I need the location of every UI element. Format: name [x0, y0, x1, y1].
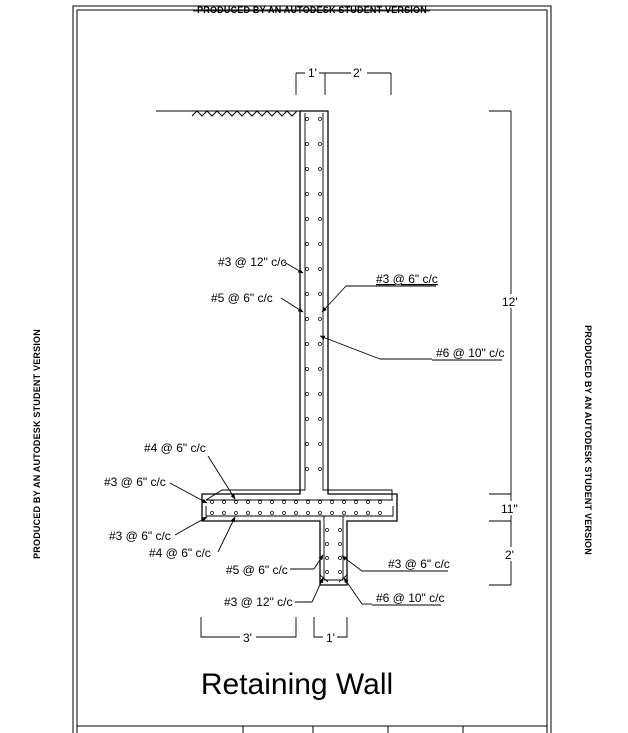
watermark-right: PRODUCED BY AN AUTODESK STUDENT VERSION [583, 325, 593, 555]
watermark-left: PRODUCED BY AN AUTODESK STUDENT VERSION [32, 329, 42, 559]
label-key-right-6: #6 @ 10" c/c [376, 591, 444, 605]
drawing-title: Retaining Wall [201, 668, 393, 701]
rebar-dot [318, 511, 322, 515]
rebar-dot [246, 511, 250, 515]
dimension-text: 1' 2' 12' 11" 2' 3' 1' [240, 66, 520, 645]
rebar-dot [305, 217, 309, 221]
rebar-dot [305, 267, 309, 271]
rebar-dot [318, 167, 322, 171]
label-base-top-4: #4 @ 6" c/c [144, 441, 206, 455]
rebar-dot [330, 500, 334, 504]
reinforcement [205, 113, 394, 583]
rebar-dot [354, 500, 358, 504]
rebar-dot [270, 500, 274, 504]
rebar-dot [330, 511, 334, 515]
rebar-dot [318, 367, 322, 371]
rebar-dot [305, 392, 309, 396]
wall-outline [201, 110, 398, 586]
rebar-dot [366, 511, 370, 515]
dim-heel-width: 3' [243, 631, 252, 645]
rebar-dot [338, 528, 342, 532]
rebar-dot [318, 242, 322, 246]
rebar-dot [246, 500, 250, 504]
rebar-dot [222, 511, 226, 515]
rebar-dot [318, 442, 322, 446]
rebar-dot [325, 556, 329, 560]
dim-stem-height: 12' [502, 295, 518, 309]
rebar-dot [294, 511, 298, 515]
rebar-dot [305, 167, 309, 171]
rebar-dot [338, 542, 342, 546]
label-key-left-3: #3 @ 12" c/c [224, 595, 292, 609]
rebar-dot [318, 192, 322, 196]
rebar-dot [258, 500, 262, 504]
sheet-border [72, 5, 552, 733]
label-key-left-5: #5 @ 6" c/c [226, 563, 288, 577]
rebar-dot [305, 417, 309, 421]
rebar-dot [378, 511, 382, 515]
dim-stem-thickness: 1' [308, 66, 317, 80]
rebar-dot [305, 467, 309, 471]
leader-lines [169, 261, 432, 605]
rebar-dot [318, 142, 322, 146]
rebar-dot [234, 500, 238, 504]
rebar-dot [342, 500, 346, 504]
rebar-dot [325, 542, 329, 546]
rebar-dot [258, 511, 262, 515]
rebar-dot [318, 217, 322, 221]
rebar-dots [210, 117, 382, 574]
rebar-dot [305, 142, 309, 146]
rebar-dot [210, 500, 214, 504]
rebar-dot [354, 511, 358, 515]
rebar-dot [222, 500, 226, 504]
rebar-dot [305, 317, 309, 321]
rebar-dot [318, 117, 322, 121]
rebar-dot [318, 267, 322, 271]
label-base-bot-3: #3 @ 6" c/c [109, 529, 171, 543]
rebar-dot [282, 500, 286, 504]
dim-key-depth: 2' [505, 548, 514, 562]
rebar-dot [282, 511, 286, 515]
rebar-dot [306, 500, 310, 504]
rebar-dot [305, 442, 309, 446]
rebar-dot [318, 342, 322, 346]
rebar-dot [338, 570, 342, 574]
label-base-top-3: #3 @ 6" c/c [104, 475, 166, 489]
label-stem-front-12: #3 @ 12" c/c [218, 255, 286, 269]
rebar-dot [378, 500, 382, 504]
rebar-dot [318, 417, 322, 421]
label-base-bot-4: #4 @ 6" c/c [149, 546, 211, 560]
label-key-right-3: #3 @ 6" c/c [388, 557, 450, 571]
rebar-dot [338, 556, 342, 560]
rebar-dot [305, 367, 309, 371]
rebar-dot [318, 500, 322, 504]
label-stem-back-10: #6 @ 10" c/c [436, 346, 504, 360]
rebar-dot [305, 117, 309, 121]
rebar-dot [234, 511, 238, 515]
rebar-dot [305, 292, 309, 296]
rebar-dot [270, 511, 274, 515]
label-stem-back-6: #3 @ 6" c/c [376, 272, 438, 286]
watermark-top: PRODUCED BY AN AUTODESK STUDENT VERSION [197, 5, 427, 15]
rebar-dot [325, 570, 329, 574]
rebar-dot [318, 467, 322, 471]
rebar-dot [305, 242, 309, 246]
rebar-dot [325, 528, 329, 532]
rebar-dot [318, 392, 322, 396]
ground-line [156, 110, 300, 117]
label-stem-front-6: #5 @ 6" c/c [211, 291, 273, 305]
rebar-dot [318, 317, 322, 321]
rebar-dot [342, 511, 346, 515]
rebar-dot [366, 500, 370, 504]
rebar-dot [210, 511, 214, 515]
rebar-dot [294, 500, 298, 504]
dim-base-thickness: 11" [501, 502, 518, 516]
dim-toe-offset: 2' [353, 66, 362, 80]
rebar-dot [318, 292, 322, 296]
rebar-dot [305, 192, 309, 196]
rebar-dot [306, 511, 310, 515]
dim-key-width: 1' [326, 631, 335, 645]
rebar-dot [305, 342, 309, 346]
